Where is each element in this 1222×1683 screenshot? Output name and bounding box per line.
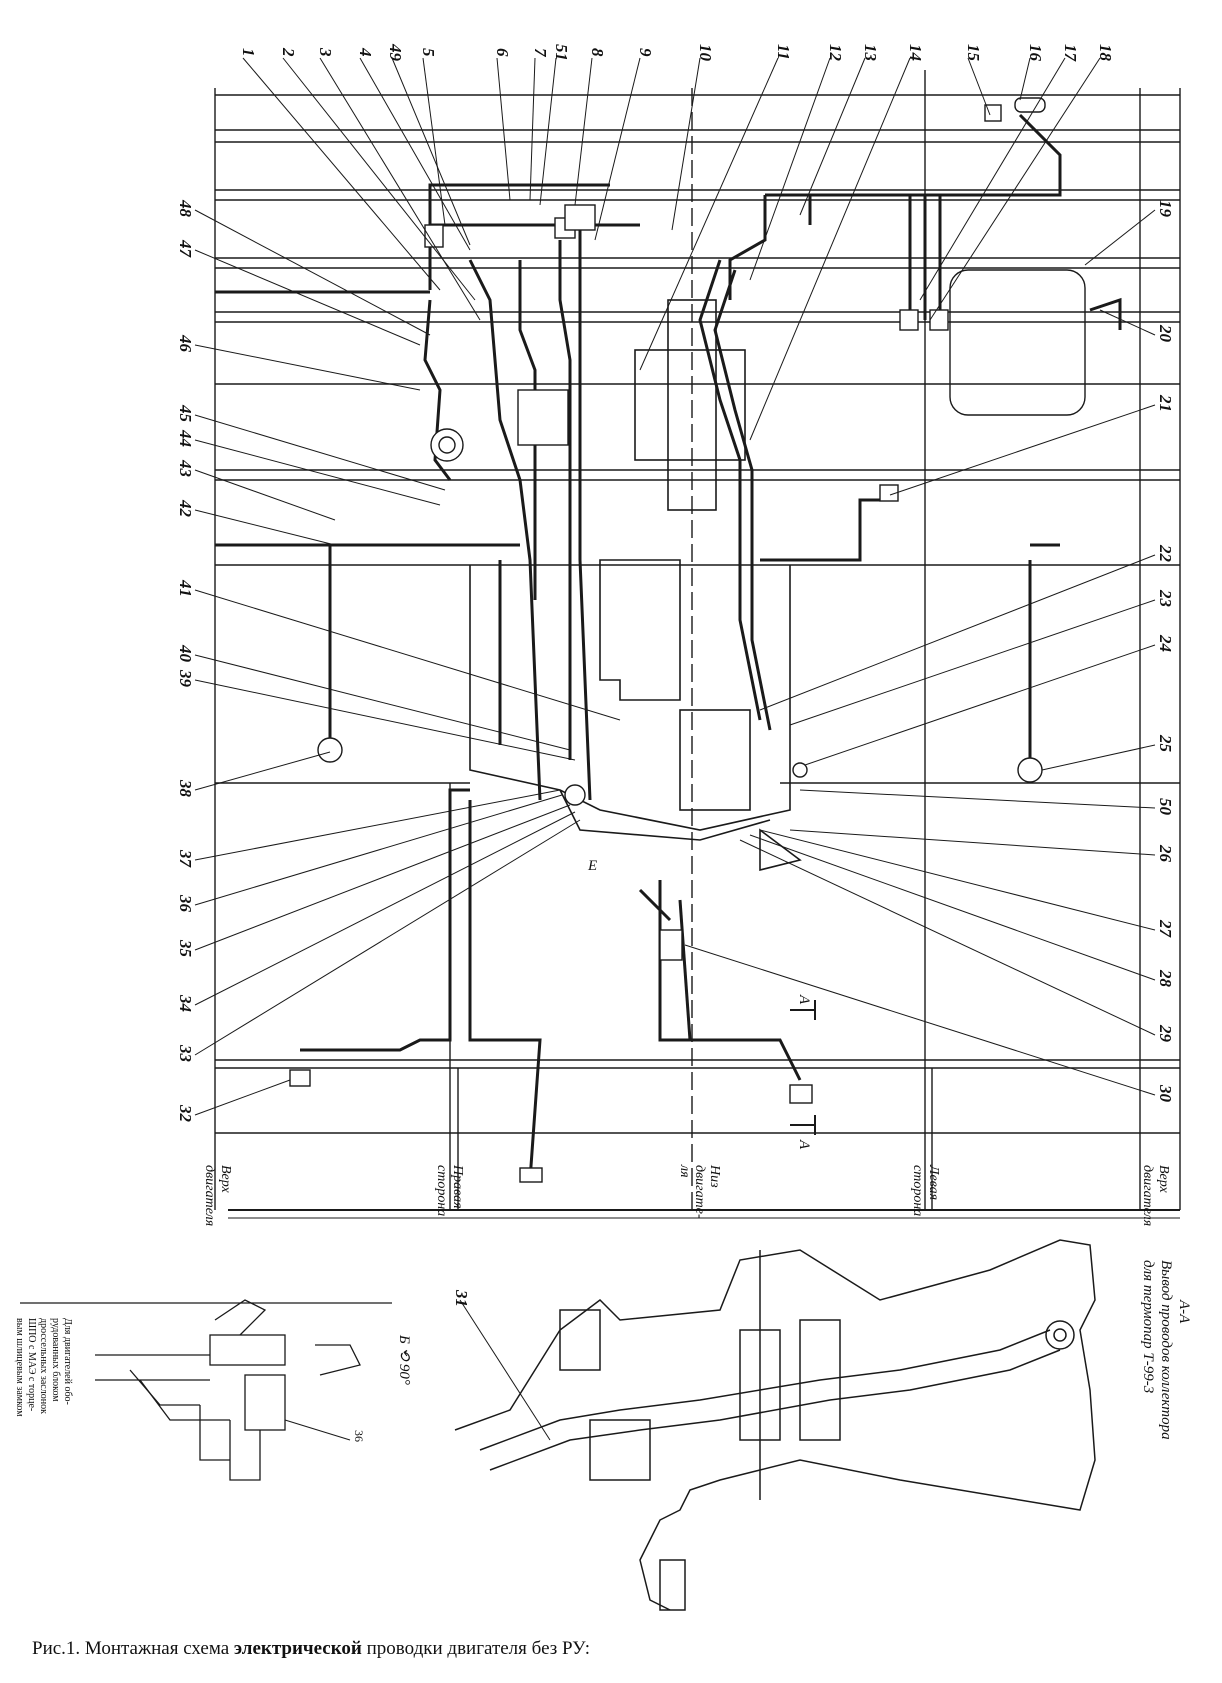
callout-47: 47 <box>176 239 195 259</box>
callout-20: 20 <box>1156 324 1175 343</box>
callout-28: 28 <box>1156 969 1175 988</box>
callout-34: 34 <box>176 994 195 1012</box>
section-view-a-a: А-А Вывод проводов коллектора для термоп… <box>452 1239 1192 1611</box>
inset-note-3: дроссельных заслонок <box>38 1318 49 1414</box>
figure-caption: Рис.1. Монтажная схема электрической про… <box>32 1638 590 1660</box>
callout-46: 46 <box>176 334 195 353</box>
callout-26: 26 <box>1156 844 1175 863</box>
section-a-upper: A <box>796 994 812 1005</box>
callout-7: 7 <box>531 48 550 58</box>
label-top-left-2: двигателя <box>202 1165 217 1226</box>
label-right-side-2: сторона <box>434 1165 449 1216</box>
callout-45: 45 <box>176 404 195 423</box>
label-right-side-1: Правая <box>450 1164 465 1209</box>
callout-8: 8 <box>588 48 607 57</box>
inset-note-5: вым шлицевым замком <box>14 1318 25 1417</box>
label-left-side-2: сторона <box>910 1165 925 1216</box>
label-bottom-1: Низ <box>707 1164 722 1188</box>
callout-41: 41 <box>176 579 195 597</box>
callout-2: 2 <box>279 47 298 57</box>
callout-51: 51 <box>552 44 571 61</box>
callout-36: 36 <box>176 894 195 913</box>
callout-18: 18 <box>1096 44 1115 62</box>
harness-left-trunk <box>215 230 592 801</box>
callout-16: 16 <box>1026 44 1045 62</box>
callouts-left: 48 47 46 45 44 43 42 41 40 39 38 37 36 3… <box>176 199 195 1123</box>
callout-3: 3 <box>316 47 335 57</box>
callout-6: 6 <box>493 48 512 57</box>
callout-35: 35 <box>176 939 195 958</box>
callout-25: 25 <box>1156 734 1175 753</box>
inset-note-1: Для двигателей обо- <box>62 1318 73 1405</box>
inset-view-label: Б ⟲ 90° <box>396 1334 412 1385</box>
callout-40: 40 <box>176 644 195 663</box>
label-bottom-2: двигате- <box>692 1165 707 1219</box>
callout-33: 33 <box>176 1044 195 1063</box>
callout-19: 19 <box>1156 200 1175 218</box>
callout-44: 44 <box>176 429 195 447</box>
orientation-labels: Верх двигателя Правая сторона Низ двигат… <box>202 1164 1171 1226</box>
label-top-left-1: Верх <box>218 1165 233 1193</box>
callout-27: 27 <box>1156 919 1175 939</box>
caption-prefix: Рис.1. Монтажная схема <box>32 1638 234 1659</box>
callout-10: 10 <box>696 44 715 62</box>
inset-note-4: ШПО с МАЭ с торце- <box>26 1318 37 1411</box>
caption-bold: электрической <box>233 1638 362 1659</box>
label-left-side-1: Левая <box>926 1164 941 1200</box>
callout-43: 43 <box>176 459 195 478</box>
inset-view-b: Для двигателей обо- рудованных блоком др… <box>14 1299 412 1481</box>
callout-21: 21 <box>1156 394 1175 412</box>
callout-32: 32 <box>176 1104 195 1123</box>
callout-42: 42 <box>176 499 195 518</box>
label-top-right-1: Верх <box>1156 1165 1171 1193</box>
callouts-right: 19 20 21 22 23 24 25 50 26 27 28 29 30 <box>1156 200 1175 1103</box>
callout-9: 9 <box>636 48 655 57</box>
section-marks: A A Е <box>587 858 812 1150</box>
label-bottom-3: ля <box>677 1164 692 1178</box>
callouts-top: 1 2 3 4 49 5 6 7 51 8 9 10 11 12 13 14 1… <box>239 43 1115 63</box>
harness-top <box>215 113 1122 330</box>
callout-50: 50 <box>1156 798 1175 816</box>
callout-17: 17 <box>1061 44 1080 63</box>
callout-31: 31 <box>452 1289 471 1307</box>
inset-note-2: рудованных блоком <box>50 1318 61 1402</box>
callout-22: 22 <box>1156 544 1175 563</box>
callout-48: 48 <box>176 199 195 218</box>
section-arrows <box>790 1000 816 1135</box>
section-e-mark: Е <box>587 858 597 874</box>
callout-23: 23 <box>1156 589 1175 608</box>
section-subtitle-1: Вывод проводов коллектора <box>1158 1260 1174 1440</box>
callout-37: 37 <box>176 849 195 869</box>
callout-30: 30 <box>1156 1084 1175 1103</box>
caption-suffix: проводки двигателя без РУ: <box>361 1638 591 1659</box>
connectors <box>289 97 1046 1183</box>
callout-14: 14 <box>906 44 925 61</box>
section-subtitle-2: для термопар Т-99-3 <box>1140 1260 1156 1393</box>
section-title: А-А <box>1176 1299 1192 1324</box>
callout-49: 49 <box>386 43 405 62</box>
main-schematic <box>194 57 1181 1219</box>
callout-1: 1 <box>239 48 258 57</box>
callout-39: 39 <box>176 669 195 688</box>
callout-38: 38 <box>176 779 195 798</box>
horizontal-guides <box>215 94 1180 1134</box>
callout-5: 5 <box>419 48 438 57</box>
section-a-lower: A <box>796 1139 812 1150</box>
vertical-guides <box>449 70 1141 1210</box>
leader-lines <box>194 57 1156 1116</box>
label-top-right-2: двигателя <box>1140 1165 1155 1226</box>
callout-11: 11 <box>774 44 793 60</box>
callout-12: 12 <box>826 44 845 62</box>
callout-4: 4 <box>356 47 375 57</box>
harness-right-trunk <box>698 259 1060 765</box>
engine-body <box>469 299 802 872</box>
inset-callout-36: 36 <box>352 1430 366 1442</box>
harness-lower <box>300 788 802 1181</box>
callout-24: 24 <box>1156 634 1175 652</box>
callout-29: 29 <box>1156 1024 1175 1043</box>
callout-13: 13 <box>861 44 880 62</box>
unit-19-box <box>949 269 1086 416</box>
callout-15: 15 <box>964 44 983 62</box>
